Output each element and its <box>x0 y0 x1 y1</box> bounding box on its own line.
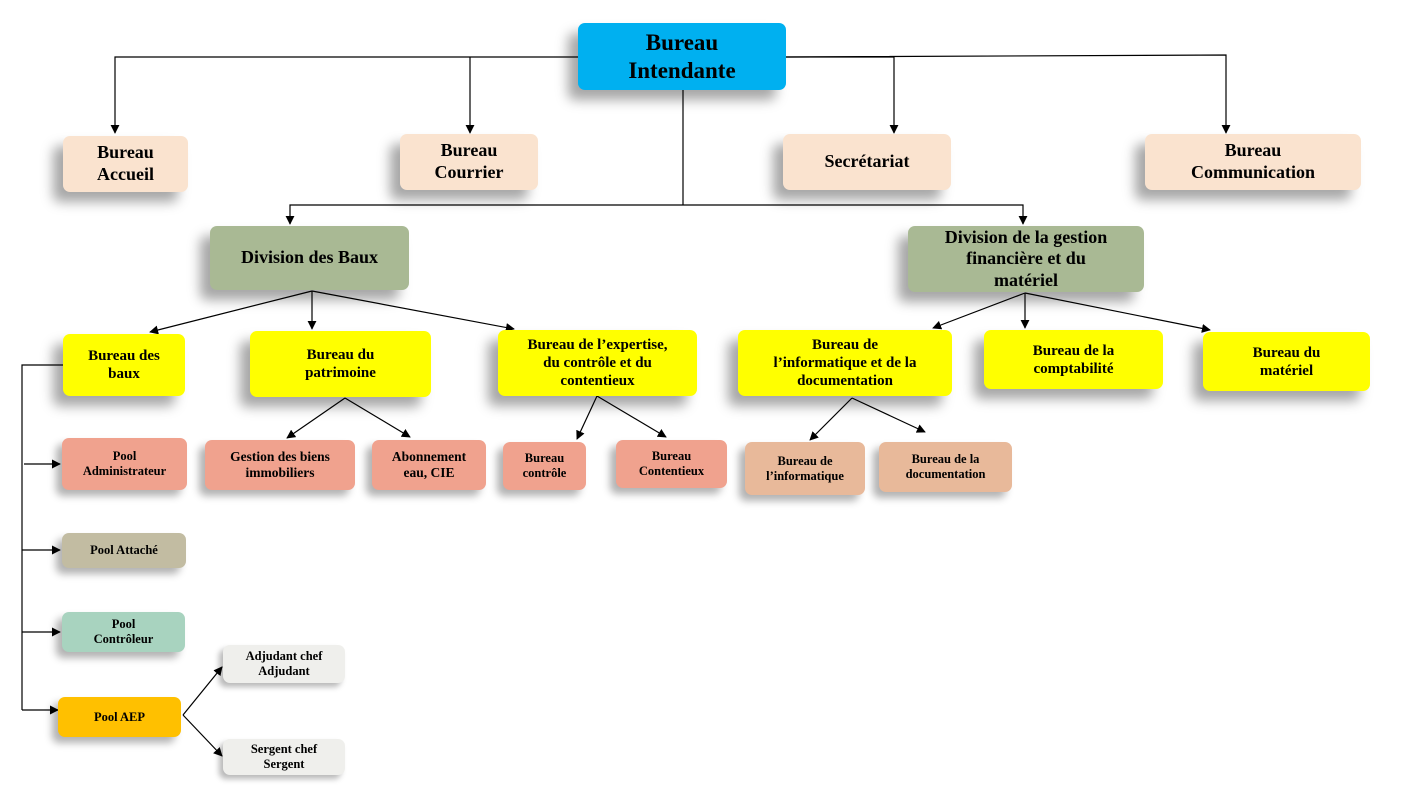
node-bureau-informatique: Bureau de l’informatique <box>745 442 865 495</box>
node-bureau-patrimoine: Bureau du patrimoine <box>250 331 431 397</box>
link-baux-expertise <box>311 290 515 332</box>
node-gestion-biens-immobiliers: Gestion des biens immobiliers <box>205 440 355 490</box>
link-expertise-controle <box>576 395 598 440</box>
node-bureau-accueil: Bureau Accueil <box>63 136 188 192</box>
node-adjudant: Adjudant chef Adjudant <box>223 645 345 683</box>
link-infodoc-documentation <box>851 397 926 433</box>
link-infodoc-informatique <box>809 397 853 441</box>
link-patrimoine-gestion-biens <box>286 397 346 439</box>
link-aep-adjudant <box>182 666 223 716</box>
node-pool-controleur: Pool Contrôleur <box>62 612 185 652</box>
node-bureau-communication: Bureau Communication <box>1145 134 1361 190</box>
node-bureau-courrier: Bureau Courrier <box>400 134 538 190</box>
link-baux-bureau <box>149 290 313 335</box>
link-root-baux <box>285 204 683 225</box>
node-bureau-contentieux: Bureau Contentieux <box>616 440 727 488</box>
node-bureau-expertise: Bureau de l’expertise, du contrôle et du… <box>498 330 697 396</box>
node-bureau-intendante: Bureau Intendante <box>578 23 786 90</box>
link-patrimoine-abonnement <box>344 397 411 438</box>
node-secretariat: Secrétariat <box>783 134 951 190</box>
node-pool-attache: Pool Attaché <box>62 533 186 568</box>
node-pool-aep: Pool AEP <box>58 697 181 737</box>
node-sergent: Sergent chef Sergent <box>223 739 345 775</box>
link-aep-sergent <box>182 714 223 757</box>
link-root-secretariat <box>786 56 899 134</box>
link-gestion-materiel <box>1024 292 1211 333</box>
link-root-communication <box>785 54 1231 134</box>
link-baux-pool-spine <box>21 364 63 710</box>
node-bureau-informatique-documentation: Bureau de l’informatique et de la docume… <box>738 330 952 396</box>
node-division-gestion: Division de la gestion financière et du … <box>908 226 1144 292</box>
node-division-baux: Division des Baux <box>210 226 409 290</box>
node-bureau-controle: Bureau contrôle <box>503 442 586 490</box>
node-bureau-des-baux: Bureau des baux <box>63 334 185 396</box>
link-gestion-informatique <box>932 292 1026 330</box>
node-pool-administrateur: Pool Administrateur <box>62 438 187 490</box>
node-bureau-comptabilite: Bureau de la comptabilité <box>984 330 1163 389</box>
link-root-accueil <box>110 56 578 134</box>
link-root-gestion <box>683 204 1028 225</box>
node-abonnement-eau-cie: Abonnement eau, CIE <box>372 440 486 490</box>
node-bureau-documentation: Bureau de la documentation <box>879 442 1012 492</box>
link-expertise-contentieux <box>596 395 667 438</box>
node-bureau-materiel: Bureau du matériel <box>1203 332 1370 391</box>
